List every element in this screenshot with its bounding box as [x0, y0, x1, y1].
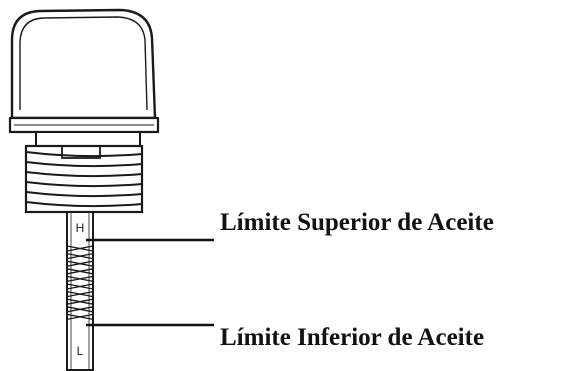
cap-collar — [35, 131, 141, 159]
dipstick-cap — [8, 8, 160, 134]
upper-limit-label: Límite Superior de Aceite — [220, 209, 494, 236]
knurled-band — [66, 245, 94, 321]
dipstick-shaft — [66, 211, 94, 371]
lower-limit-label: Límite Inferior de Aceite — [220, 324, 484, 351]
cap-dome — [10, 8, 157, 120]
cap-inner-edge — [19, 16, 148, 111]
threaded-plug — [24, 144, 144, 214]
high-mark-label: H — [76, 221, 85, 235]
low-mark-label: L — [77, 344, 84, 358]
thread-lines — [25, 151, 143, 208]
